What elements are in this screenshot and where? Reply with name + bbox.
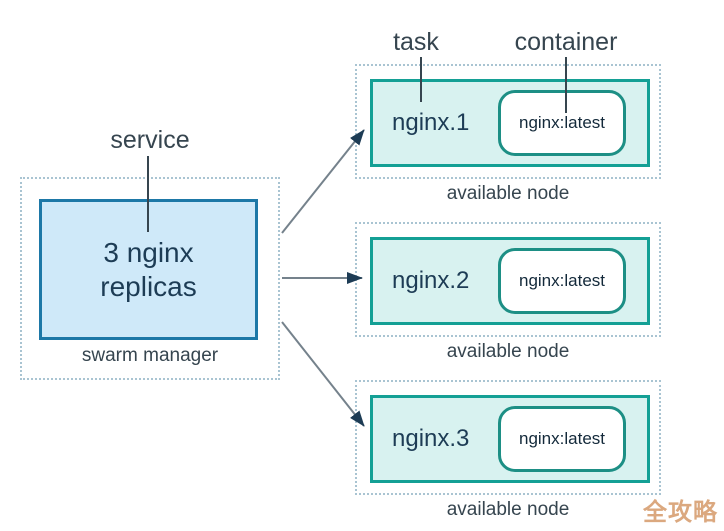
available-node-2: nginx.2 nginx:latest available node [355, 222, 661, 372]
swarm-manager-dotted-box: 3 nginx replicas swarm manager [20, 177, 280, 380]
node-3-task-box: nginx.3 nginx:latest [370, 395, 650, 483]
available-node-3: nginx.3 nginx:latest available node [355, 380, 661, 530]
node-2-task-name: nginx.2 [392, 267, 470, 294]
task-label: task [393, 28, 439, 56]
available-node-1: nginx.1 nginx:latest available node [355, 64, 661, 214]
node-3-container-box: nginx:latest [498, 406, 626, 472]
service-replicas-box: 3 nginx replicas [39, 199, 258, 340]
node-3-caption: available node [446, 499, 570, 520]
node-3-dotted-box: nginx.3 nginx:latest [355, 380, 661, 495]
node-2-dotted-box: nginx.2 nginx:latest [355, 222, 661, 337]
node-1-container-box: nginx:latest [498, 90, 626, 156]
node-2-caption: available node [446, 341, 570, 362]
service-label: service [110, 126, 190, 154]
node-1-task-box: nginx.1 nginx:latest [370, 79, 650, 167]
arrow-to-node-3 [281, 321, 365, 427]
node-1-caption: available node [446, 183, 570, 204]
node-2-container-box: nginx:latest [498, 248, 626, 314]
swarm-manager-caption: swarm manager [81, 345, 219, 366]
node-1-dotted-box: nginx.1 nginx:latest [355, 64, 661, 179]
arrow-to-node-1 [281, 129, 365, 234]
watermark-text: 全攻略 [643, 499, 718, 526]
node-3-task-name: nginx.3 [392, 425, 470, 452]
node-1-task-name: nginx.1 [392, 109, 470, 136]
container-label: container [514, 28, 618, 56]
node-2-task-box: nginx.2 nginx:latest [370, 237, 650, 325]
